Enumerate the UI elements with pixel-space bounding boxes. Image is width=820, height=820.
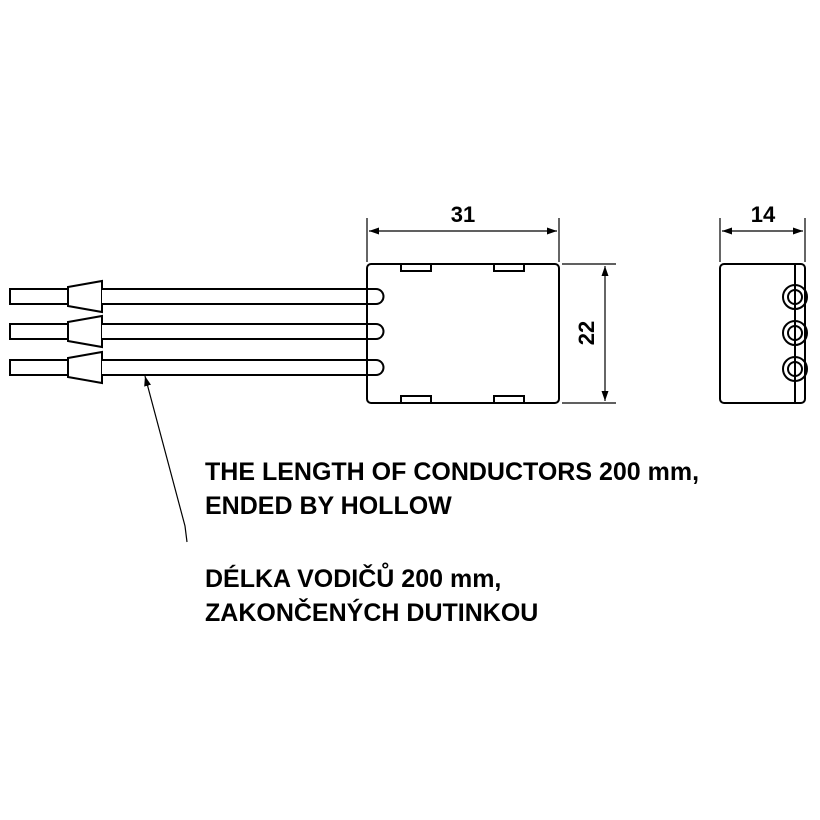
dimension-height (562, 263, 616, 404)
module-front-view (366, 263, 560, 404)
dimension-height-label: 22 (574, 321, 599, 345)
dimension-width (366, 218, 560, 262)
note-czech-line-1: DÉLKA VODIČŮ 200 mm, (205, 565, 502, 593)
dimension-depth (719, 218, 806, 262)
note-czech-line-2: ZAKONČENÝCH DUTINKOU (205, 599, 539, 627)
module-side-view (719, 263, 808, 404)
terminal-hole-1 (782, 284, 808, 310)
leader-line (144, 375, 188, 543)
note-czech: DÉLKA VODIČŮ 200 mm, ZAKONČENÝCH DUTINKO… (205, 562, 538, 630)
terminal-hole-2 (782, 320, 808, 346)
note-english-line-2: ENDED BY HOLLOW (205, 492, 452, 520)
note-english: THE LENGTH OF CONDUCTORS 200 mm, ENDED B… (205, 455, 699, 523)
conductor-3 (9, 350, 385, 385)
note-english-line-1: THE LENGTH OF CONDUCTORS 200 mm, (205, 458, 700, 486)
conductor-1 (9, 279, 385, 314)
conductor-2 (9, 314, 385, 349)
dimension-depth-label: 14 (751, 202, 776, 227)
dimension-width-label: 31 (451, 202, 475, 227)
terminal-hole-3 (782, 356, 808, 382)
